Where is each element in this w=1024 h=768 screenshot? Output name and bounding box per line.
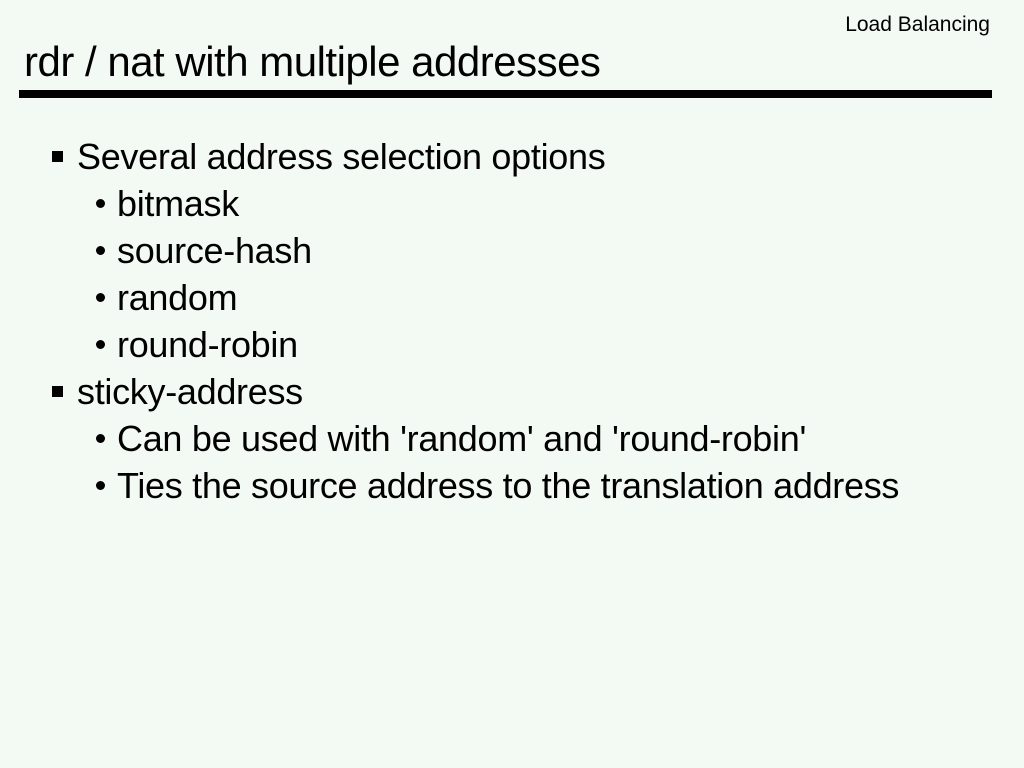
- bullet-text: Can be used with 'random' and 'round-rob…: [117, 417, 807, 459]
- corner-label: Load Balancing: [845, 13, 990, 36]
- bullet-item: source-hash: [0, 227, 1024, 274]
- dot-bullet-icon: [96, 481, 105, 490]
- bullet-item: sticky-address: [0, 368, 1024, 415]
- bullet-text: source-hash: [117, 229, 312, 271]
- page-title: rdr / nat with multiple addresses: [24, 38, 601, 85]
- dot-bullet-icon: [96, 434, 105, 443]
- square-bullet-icon: [52, 386, 63, 397]
- bullet-item: Can be used with 'random' and 'round-rob…: [0, 415, 1024, 462]
- bullet-list: Several address selection options bitmas…: [0, 133, 1024, 509]
- dot-bullet-icon: [96, 246, 105, 255]
- bullet-item: Several address selection options: [0, 133, 1024, 180]
- bullet-text: random: [117, 276, 238, 318]
- bullet-text: sticky-address: [77, 370, 303, 412]
- bullet-text: round-robin: [117, 323, 298, 365]
- bullet-item: round-robin: [0, 321, 1024, 368]
- bullet-text: bitmask: [117, 182, 239, 224]
- bullet-item: bitmask: [0, 180, 1024, 227]
- dot-bullet-icon: [96, 293, 105, 302]
- bullet-text: Ties the source address to the translati…: [117, 464, 900, 506]
- bullet-text: Several address selection options: [77, 135, 606, 177]
- dot-bullet-icon: [96, 199, 105, 208]
- bullet-item: random: [0, 274, 1024, 321]
- bullet-item: Ties the source address to the translati…: [0, 462, 1024, 509]
- title-rule-divider: [19, 90, 992, 98]
- square-bullet-icon: [52, 151, 63, 162]
- dot-bullet-icon: [96, 340, 105, 349]
